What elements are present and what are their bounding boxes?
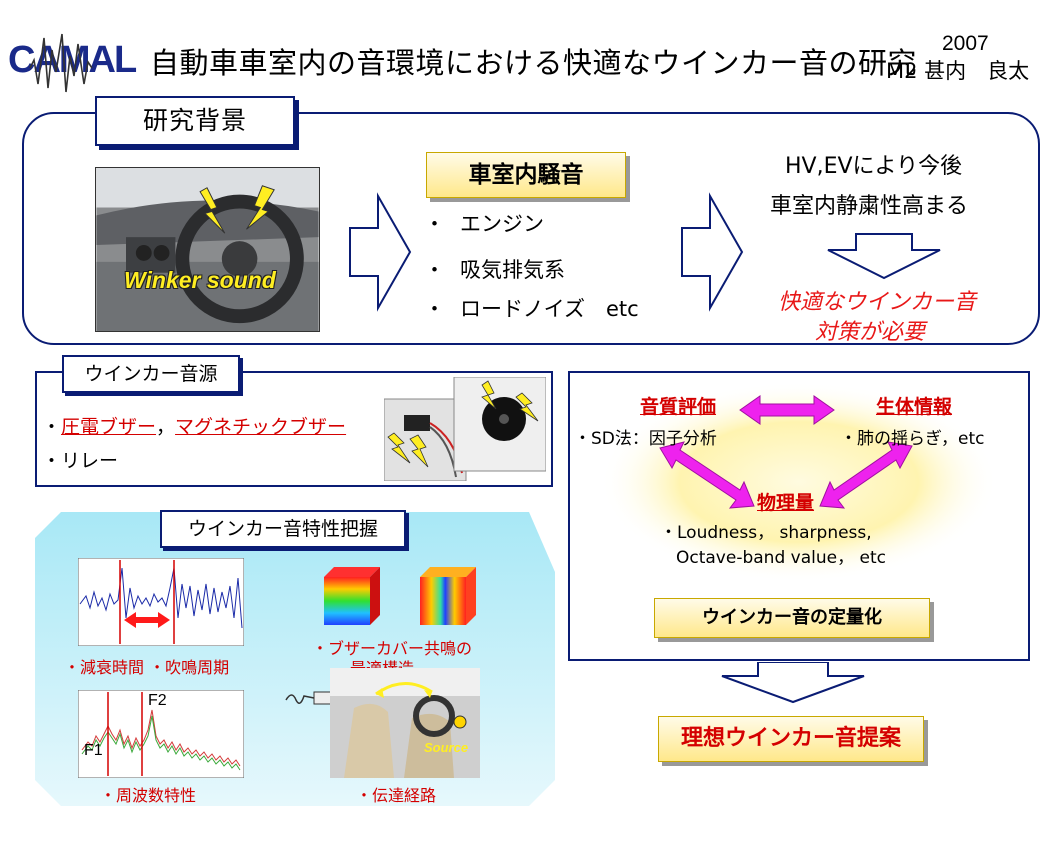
sound-source-box [35,371,553,487]
frequency-caption: ・周波数特性 [100,786,197,805]
noise-item-text: エンジン [460,212,544,236]
physical-quantity-label: 物理量 [757,492,815,514]
f2-label: F2 [148,692,167,709]
down-arrow-icon [827,233,941,280]
separator: ， [156,416,176,438]
noise-item-text: 吸気排気系 [460,258,565,282]
need-line-2: 対策が必要 [815,320,926,345]
relay-label: ・リレー [42,450,119,472]
right-arrow-icon [681,192,744,312]
sound-source-tab-label: ウインカー音源 [84,363,218,385]
quantification-box: ウインカー音の定量化 [654,598,930,638]
buzzer-types-line: ・圧電ブザー，マグネチックブザー [42,412,346,439]
noise-item-engine: ・エンジン [424,208,544,238]
transmission-path-caption: ・伝達経路 [356,786,437,805]
waveform-caption: ・減衰時間 ・吹鳴周期 [64,658,230,677]
bullet: ・ [424,297,445,321]
background-tab-label: 研究背景 [142,106,247,135]
noise-item-text: ロードノイズ etc [460,297,639,321]
noise-item-intake-exhaust: ・吸気排気系 [424,254,565,284]
page-title: 自動車車室内の音環境における快適なウインカー音の研究 [150,46,918,80]
transmission-path-photo: Source [285,668,480,778]
bullet: ・ [424,212,445,236]
cover-simulation-image [324,567,380,625]
biological-info-label: 生体情報 [876,396,953,418]
logo-text: CAMAL [8,39,137,81]
source-label: Source [424,740,468,755]
sound-quality-desc: ・SD法：因子分析 [574,429,717,449]
waveform-plot [78,558,244,646]
cover-simulation-image [420,567,476,625]
evaluation-arrows [659,395,913,509]
biological-info-desc: ・肺の揺らぎ，etc [840,429,985,449]
characteristics-title: ウインカー音特性把握 [160,510,406,548]
cabin-noise-heading: 車室内騒音 [426,152,626,198]
physical-quantity-desc-2: Octave-band value， etc [676,548,886,568]
cover-caption-line-1: ・ブザーカバー共鳴の [312,639,473,658]
magnetic-buzzer-label: マグネチックブザー [175,416,347,438]
car-interior-photo [95,167,320,332]
trend-line-2: 車室内静粛性高まる [770,194,969,219]
background-panel [22,112,1040,345]
trend-line-1: HV,EVにより今後 [785,154,963,179]
f1-label: F1 [84,742,103,759]
sound-source-tab: ウインカー音源 [62,355,240,393]
camal-logo: CAMAL [8,33,139,93]
winker-sound-label: Winker sound [124,267,276,293]
ideal-sound-proposal-label: 理想ウインカー音提案 [680,726,901,751]
need-line-1: 快適なウインカー音 [778,290,977,315]
bullet: ・ [424,258,445,282]
physical-quantity-desc-1: ・Loudness， sharpness, [660,523,872,543]
evaluation-ellipse [600,382,998,582]
background-tab: 研究背景 [95,96,295,146]
right-arrow-icon [349,192,412,312]
characteristics-title-text: ウインカー音特性把握 [187,518,378,540]
bullet: ・ [42,416,62,438]
piezo-buzzer-label: 圧電ブザー [61,416,157,438]
quantification-label: ウインカー音の定量化 [702,607,882,628]
cabin-noise-heading-text: 車室内騒音 [468,162,584,188]
noise-item-road-noise: ・ロードノイズ etc [424,293,639,323]
evaluation-box [568,371,1030,661]
ideal-sound-proposal-box: 理想ウインカー音提案 [658,716,924,762]
author-label: M2 甚内 良太 [886,59,1030,83]
frequency-plot [78,690,244,778]
sound-quality-label: 音質評価 [640,396,717,418]
down-arrow-icon [721,662,865,704]
year-label: 2007 [942,32,989,55]
buzzer-photo [384,377,546,481]
